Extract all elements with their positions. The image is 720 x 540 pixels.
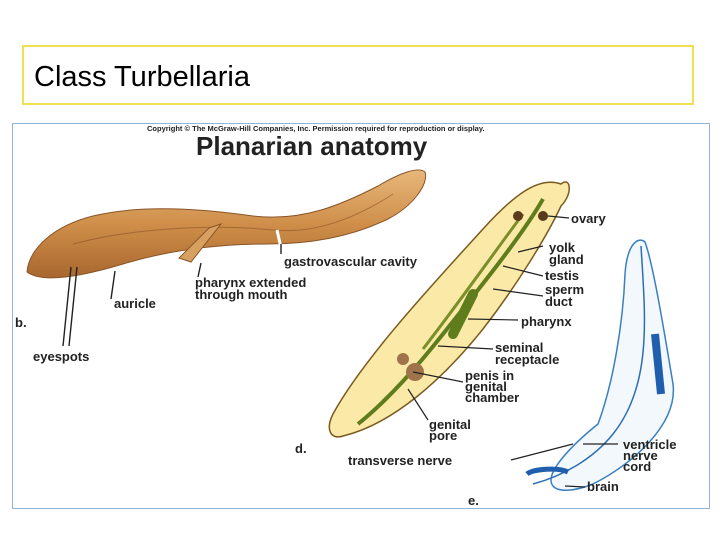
label-pharynx-extended-1: pharynx extended xyxy=(195,275,306,290)
label-auricle: auricle xyxy=(114,296,156,311)
label-transverse-nerve: transverse nerve xyxy=(348,453,452,468)
panel-b-label: b. xyxy=(15,315,27,330)
slide-title: Class Turbellaria xyxy=(34,61,250,93)
label-pharynx-extended-2: through mouth xyxy=(195,287,287,302)
label-eyespots: eyespots xyxy=(33,349,89,364)
label-pharynx: pharynx xyxy=(521,314,572,329)
label-seminal-1: seminal xyxy=(495,340,543,355)
label-ventricle-1: ventricle xyxy=(623,437,676,452)
panel-e-label: e. xyxy=(468,493,479,508)
label-testis: testis xyxy=(545,268,579,283)
planarian-worm-illustration xyxy=(26,169,427,279)
label-ventricle-3: cord xyxy=(623,459,651,474)
label-seminal-2: receptacle xyxy=(495,352,559,367)
label-yolk-2: gland xyxy=(549,252,584,267)
reproductive-pointers xyxy=(407,215,570,421)
label-brain: brain xyxy=(587,479,619,494)
panel-d-label: d. xyxy=(295,441,307,456)
eyespot-pointers xyxy=(62,244,282,347)
slide-title-box: Class Turbellaria xyxy=(22,45,694,105)
label-ventricle-2: nerve xyxy=(623,448,658,463)
diagram-heading: Planarian anatomy xyxy=(196,131,428,161)
label-gastrovascular-cavity: gastrovascular cavity xyxy=(284,254,418,269)
label-sperm-2: duct xyxy=(545,294,573,309)
label-genital-pore-1: genital xyxy=(429,417,471,432)
label-yolk-1: yolk xyxy=(549,240,576,255)
planarian-figure: Copyright © The McGraw-Hill Companies, I… xyxy=(12,123,710,509)
label-sperm-1: sperm xyxy=(545,282,584,297)
nervous-pointers xyxy=(510,443,618,488)
label-ovary: ovary xyxy=(571,211,606,226)
label-penis-2: genital xyxy=(465,379,507,394)
label-genital-pore-2: pore xyxy=(429,428,457,443)
reproductive-system-illustration xyxy=(328,181,570,438)
copyright-text: Copyright © The McGraw-Hill Companies, I… xyxy=(147,124,485,133)
label-penis-3: chamber xyxy=(465,390,519,405)
nervous-system-illustration xyxy=(525,239,675,491)
label-penis-1: penis in xyxy=(465,368,514,383)
planarian-diagram: Copyright © The McGraw-Hill Companies, I… xyxy=(15,124,676,508)
